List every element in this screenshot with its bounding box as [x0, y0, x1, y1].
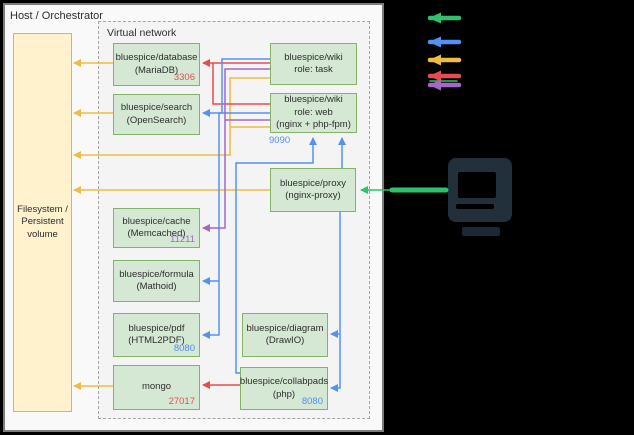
workstation-caption-smudge	[462, 227, 500, 236]
wiki-web-label: bluespice/wiki role: web (nginx + php-fp…	[276, 94, 351, 131]
workstation-slot	[456, 204, 494, 209]
formula-label: bluespice/formula (Mathoid)	[119, 268, 194, 292]
node-mongo: mongo 27017	[113, 365, 200, 410]
legend-arrows	[427, 12, 462, 91]
mongo-port: 27017	[168, 395, 195, 407]
node-wiki-web: bluespice/wiki role: web (nginx + php-fp…	[270, 93, 357, 133]
node-database: bluespice/database (MariaDB) 3306	[113, 43, 200, 86]
node-collabpads: bluespice/collabpads (php) 8080	[240, 367, 328, 410]
pdf-label: bluespice/pdf (HTML2PDF)	[128, 322, 185, 346]
collabpads-label: bluespice/collabpads (php)	[239, 376, 329, 400]
database-port: 3306	[173, 71, 195, 83]
virtual-network-label: Virtual network	[107, 27, 177, 39]
node-pdf: bluespice/pdf (HTML2PDF) 8080	[113, 313, 200, 357]
workstation-screen	[458, 172, 496, 198]
node-formula: bluespice/formula (Mathoid)	[113, 260, 200, 302]
node-filesystem-volume: Filesystem / Persistent volume	[13, 33, 72, 412]
search-label: bluespice/search (OpenSearch)	[120, 102, 193, 126]
node-wiki-task: bluespice/wiki role: task	[270, 43, 357, 85]
node-diagram: bluespice/diagram (DrawIO)	[242, 313, 328, 357]
host-orchestrator-label: Host / Orchestrator	[10, 10, 103, 22]
database-label: bluespice/database (MariaDB)	[115, 52, 198, 76]
wiki-task-label: bluespice/wiki role: task	[284, 51, 343, 75]
cache-label: bluespice/cache (Memcached)	[122, 215, 191, 239]
node-cache: bluespice/cache (Memcached) 11211	[113, 208, 200, 248]
collabpads-port: 8080	[301, 395, 323, 407]
node-search: bluespice/search (OpenSearch)	[113, 94, 200, 135]
node-proxy: bluespice/proxy (nginx-proxy)	[270, 168, 356, 212]
proxy-label: bluespice/proxy (nginx-proxy)	[279, 177, 346, 201]
mongo-label: mongo	[141, 381, 172, 393]
filesystem-volume-label: Filesystem / Persistent volume	[17, 203, 68, 240]
cache-port: 11211	[169, 233, 195, 245]
diagram-label: bluespice/diagram (DrawIO)	[246, 322, 324, 346]
pdf-port: 8080	[173, 342, 195, 354]
wiki-web-port: 9090	[269, 135, 291, 146]
